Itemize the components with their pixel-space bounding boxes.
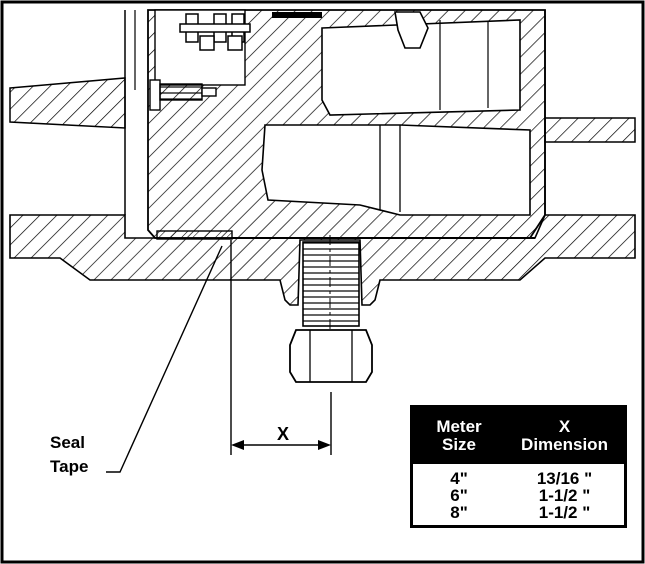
header-x-dimension: X Dimension [521,417,608,454]
table-cell: 1-1/2 " [538,486,591,505]
x-dimension-column: 13/16 " 1-1/2 " 1-1/2 " [505,470,624,521]
x-dimension: X [230,240,332,455]
dimension-table: Meter Size X Dimension 4" 6" 8" 13/16 " … [410,405,627,528]
side-screw [149,79,217,111]
drain-plug [289,235,373,383]
seal-tape-leader: Seal Tape [50,245,223,476]
table-cell: 4" [450,469,468,488]
table-header: Meter Size X Dimension [413,408,624,464]
meter-housing [147,9,546,239]
table-cell: 1-1/2 " [538,503,591,522]
table-body: 4" 6" 8" 13/16 " 1-1/2 " 1-1/2 " [413,464,624,521]
meter-size-column: 4" 6" 8" [413,470,505,521]
left-upper-flange [9,10,136,215]
x-dimension-label: X [277,424,289,444]
seal-tape-label-line1: Seal [50,433,85,452]
table-cell: 6" [450,486,468,505]
seal-tape-layer [156,230,535,240]
header-meter-size: Meter Size [436,417,482,454]
seal-tape-label-line2: Tape [50,457,88,476]
right-upper-flange [544,10,636,215]
table-cell: 8" [450,503,468,522]
table-cell: 13/16 " [536,469,593,488]
top-fasteners [179,11,429,51]
lower-pipe-body [9,214,636,306]
